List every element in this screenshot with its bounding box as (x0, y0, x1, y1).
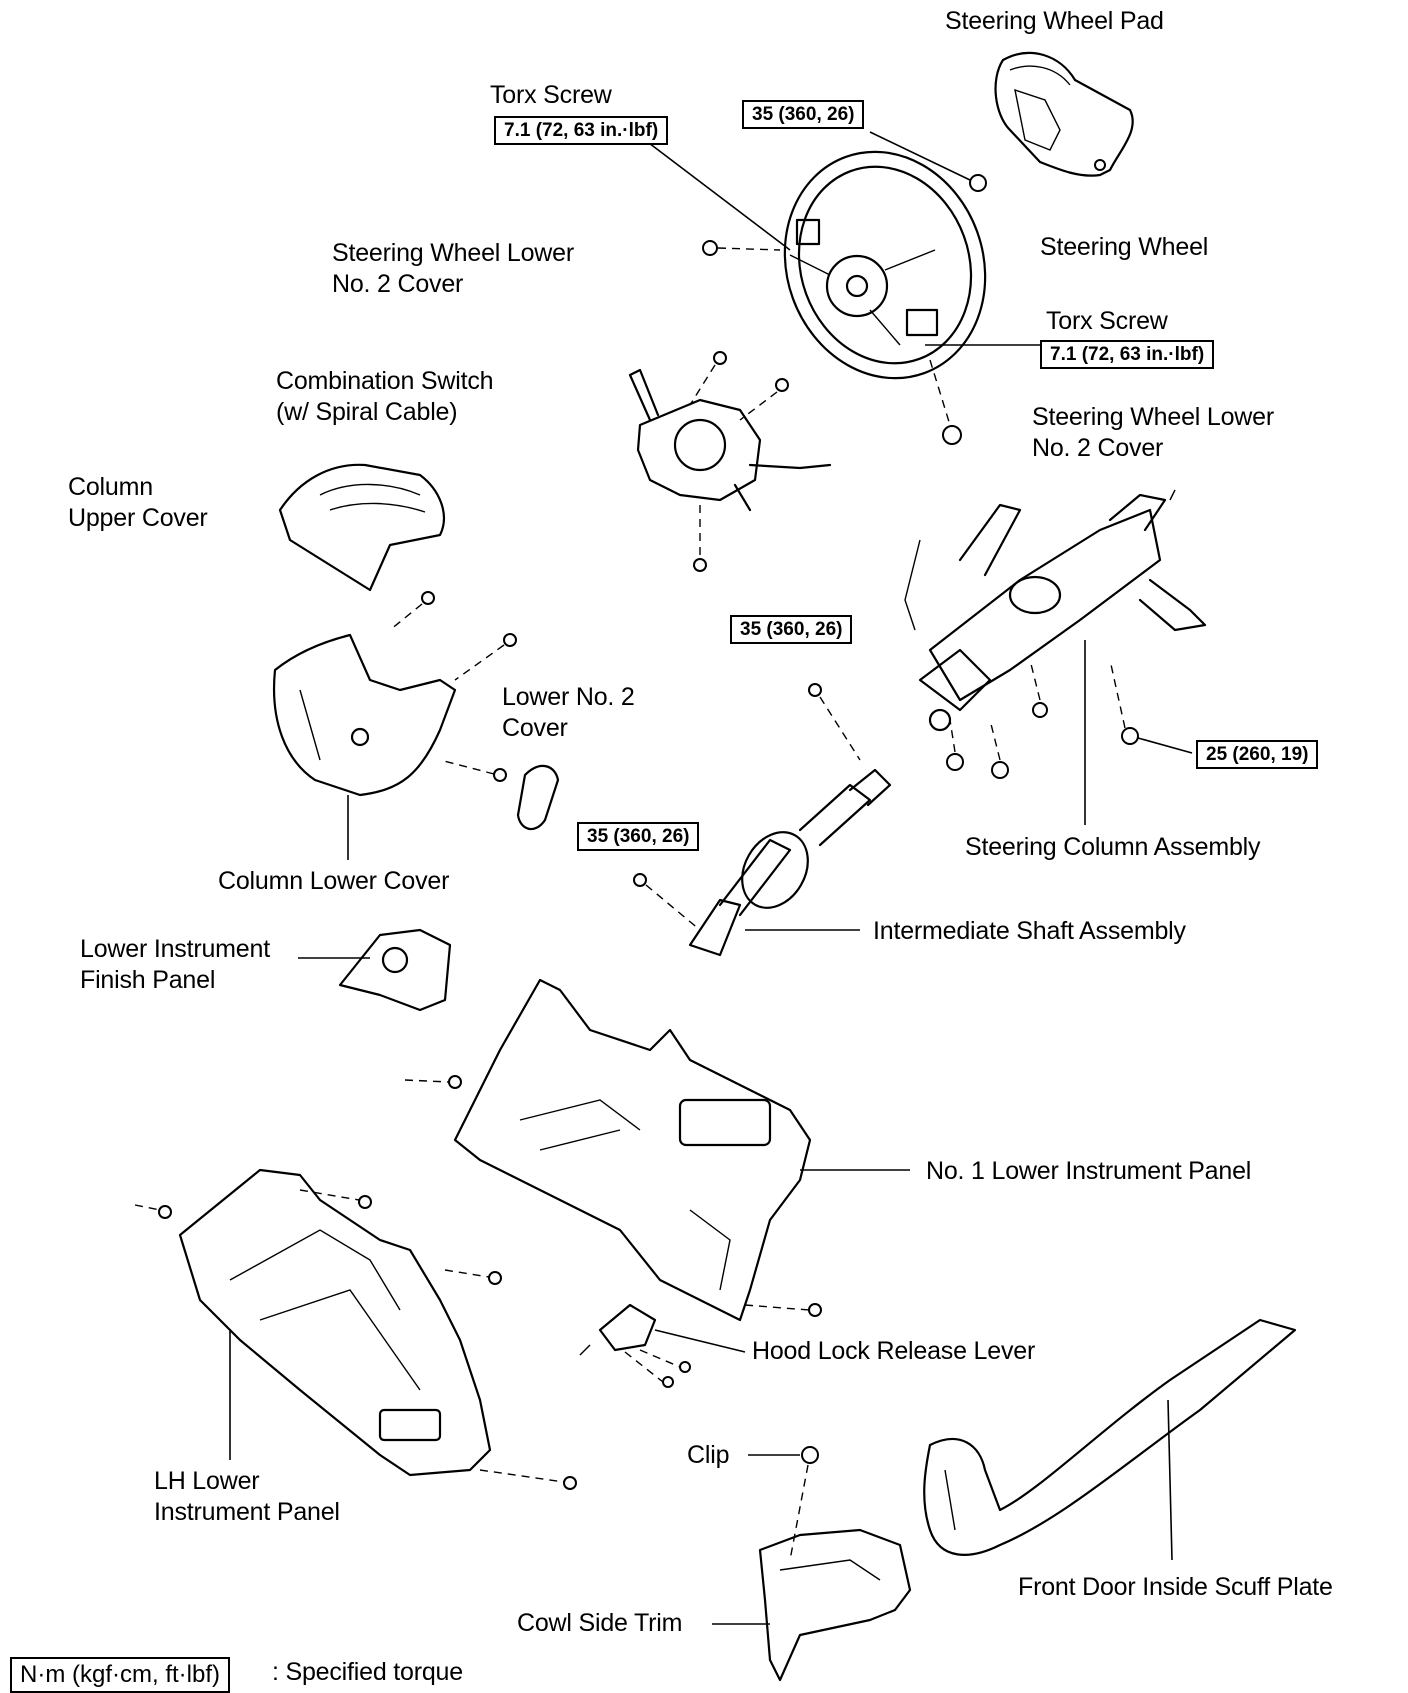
torque-box-shaft-upper: 35 (360, 26) (730, 615, 853, 644)
torque-box-column-nut: 25 (260, 19) (1196, 740, 1319, 769)
label-no1-lower-instrument-panel: No. 1 Lower Instrument Panel (926, 1157, 1252, 1185)
legend-description: : Specified torque (272, 1658, 463, 1686)
torque-box-torx-right: 7.1 (72, 63 in.·lbf) (1040, 340, 1215, 369)
column-lower-cover-drawing (273, 591, 517, 860)
combination-switch-drawing (628, 351, 832, 572)
label-sw-lower-cover-left: Steering Wheel Lower No. 2 Cover (332, 239, 574, 298)
steering-wheel-pad-drawing (994, 51, 1134, 177)
label-cowl-side-trim: Cowl Side Trim (517, 1609, 683, 1637)
label-hood-lock-release-lever: Hood Lock Release Lever (752, 1337, 1036, 1365)
label-intermediate-shaft: Intermediate Shaft Assembly (873, 917, 1186, 945)
cowl-side-trim-drawing (712, 1446, 912, 1682)
torque-box-shaft-lower: 35 (360, 26) (577, 822, 700, 851)
label-lower-instrument-finish-panel: Lower Instrument Finish Panel (80, 935, 270, 994)
torque-box-torx-left: 7.1 (72, 63 in.·lbf) (494, 116, 669, 145)
label-combination-switch: Combination Switch (w/ Spiral Cable) (276, 367, 494, 426)
no1-lower-instrument-panel-drawing (404, 978, 910, 1322)
label-lh-lower-instrument-panel: LH Lower Instrument Panel (154, 1467, 340, 1526)
column-upper-cover-drawing (278, 463, 445, 592)
lh-lower-instrument-panel-drawing (134, 1168, 577, 1490)
torque-box-wheel-nut: 35 (360, 26) (742, 100, 865, 129)
label-steering-wheel: Steering Wheel (1040, 233, 1209, 261)
label-clip: Clip (687, 1441, 730, 1469)
label-column-lower-cover: Column Lower Cover (218, 867, 450, 895)
intermediate-shaft-drawing (633, 683, 892, 957)
label-front-door-scuff-plate: Front Door Inside Scuff Plate (1018, 1573, 1333, 1601)
label-torx-screw-left: Torx Screw (490, 81, 612, 109)
label-steering-column-assembly: Steering Column Assembly (965, 833, 1261, 861)
label-steering-wheel-pad: Steering Wheel Pad (945, 7, 1164, 35)
steering-wheel-drawing (783, 150, 987, 380)
label-torx-screw-right: Torx Screw (1046, 307, 1168, 335)
hood-lock-release-lever-drawing (579, 1303, 746, 1388)
lower-instrument-finish-panel-drawing (298, 928, 452, 1012)
steering-column-assembly-drawing (904, 489, 1207, 825)
legend-unit-box: N·m (kgf·cm, ft·lbf) (10, 1657, 230, 1693)
lower-no2-cover-drawing (516, 764, 560, 831)
label-sw-lower-cover-right: Steering Wheel Lower No. 2 Cover (1032, 403, 1274, 462)
label-lower-no2-cover: Lower No. 2 Cover (502, 683, 635, 742)
label-column-upper-cover: Column Upper Cover (68, 473, 208, 532)
fasteners-top (644, 131, 1055, 445)
front-door-scuff-plate-drawing (923, 1318, 1297, 1561)
